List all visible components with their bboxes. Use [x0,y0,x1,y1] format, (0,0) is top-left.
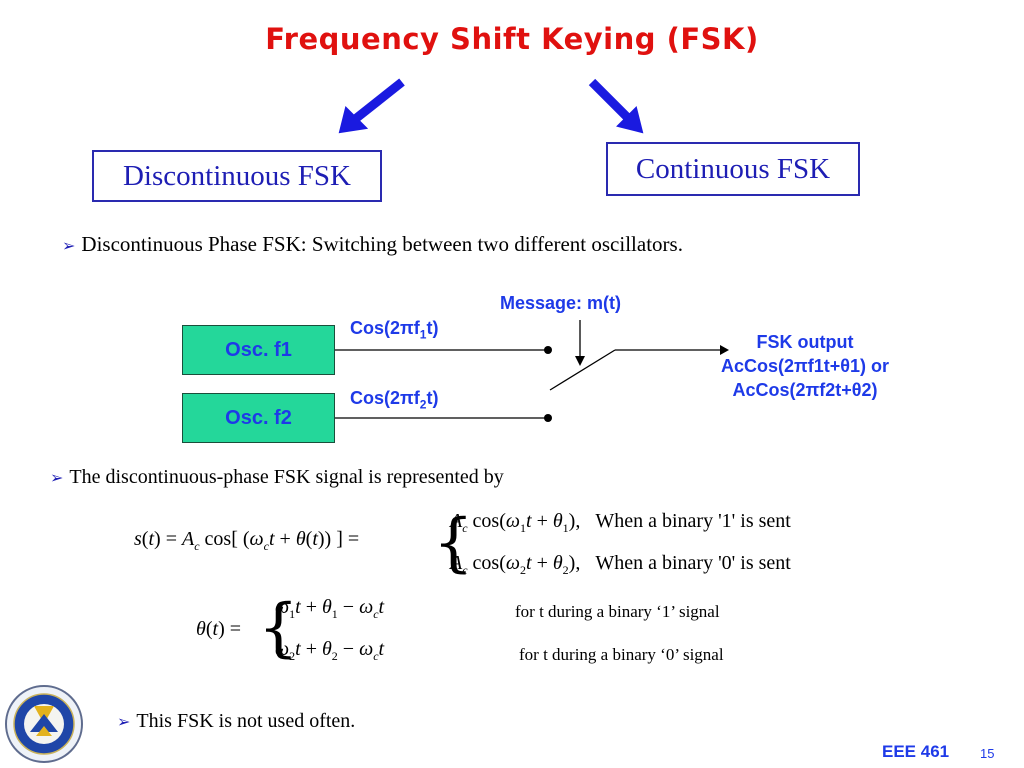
theta-note-0: for t during a binary ‘0’ signal [519,645,724,664]
case-0-condition: When a binary '0' is sent [595,552,791,574]
left-arrow-icon [338,78,405,134]
theta-case-0: ω2t + θ2 − ωct [275,638,385,663]
signal-equation-lhs: s(t) = Ac cos[ (ωct + θ(t)) ] = [134,528,360,553]
contact-1-dot [544,346,552,354]
contact-2-dot [544,414,552,422]
bullet-signal-representation: ➢ The discontinuous-phase FSK signal is r… [50,466,504,489]
brace-icon: { [433,506,474,580]
bullet-discontinuous-phase: ➢ Discontinuous Phase FSK: Switching betw… [62,232,683,257]
fsk-output-expr-2: AcCos(2πf2t+θ2) [732,380,878,400]
message-label: Message: m(t) [500,293,622,313]
arrows-graphic [338,78,644,134]
right-arrow-icon [588,78,644,134]
fsk-output-title: FSK output [756,332,854,352]
continuous-fsk-box: Continuous FSK [606,142,860,196]
bullet-arrow-icon: ➢ [62,236,76,255]
discontinuous-fsk-box: Discontinuous FSK [92,150,382,202]
theta-case-1: ω1t + θ1 − ωct [275,596,385,621]
switch-arm [549,349,616,391]
bullet-arrow-icon: ➢ [117,712,131,731]
bullet-not-used-often: ➢ This FSK is not used often. [117,710,355,733]
fsk-output-label: FSK output AcCos(2πf1t+θ1) or AcCos(2πf2… [690,330,920,402]
bullet-text: Discontinuous Phase FSK: Switching betwe… [81,232,683,256]
signal-case-1: Ac cos(ω1t + θ1), When a binary '1' is s… [450,510,791,535]
theta-equation-lhs: θ(t) = [196,618,242,640]
pi-symbol: π [400,388,414,408]
signal-case-0: Ac cos(ω2t + θ2), When a binary '0' is s… [450,552,791,577]
cos-f2-label: Cos(2πf2t) [350,388,439,412]
bullet-text: This FSK is not used often. [136,710,356,732]
university-seal-logo [5,685,83,763]
message-arrow-icon [575,356,585,366]
page-number: 15 [980,746,995,761]
cos-f1-label: Cos(2πf1t) [350,318,439,342]
pi-symbol: π [400,318,414,338]
brace-icon: { [258,591,299,665]
fsk-output-expr-1: AcCos(2πf1t+θ1) or [720,356,890,376]
oscillator-f1: Osc. f1 [182,325,335,375]
theta-note-1: for t during a binary ‘1’ signal [515,602,720,621]
oscillator-f2: Osc. f2 [182,393,335,443]
case-1-condition: When a binary '1' is sent [595,510,791,532]
course-code: EEE 461 [882,742,950,761]
bullet-arrow-icon: ➢ [50,468,64,487]
bullet-text: The discontinuous-phase FSK signal is re… [69,466,504,488]
page-title: Frequency Shift Keying (FSK) [265,22,759,56]
